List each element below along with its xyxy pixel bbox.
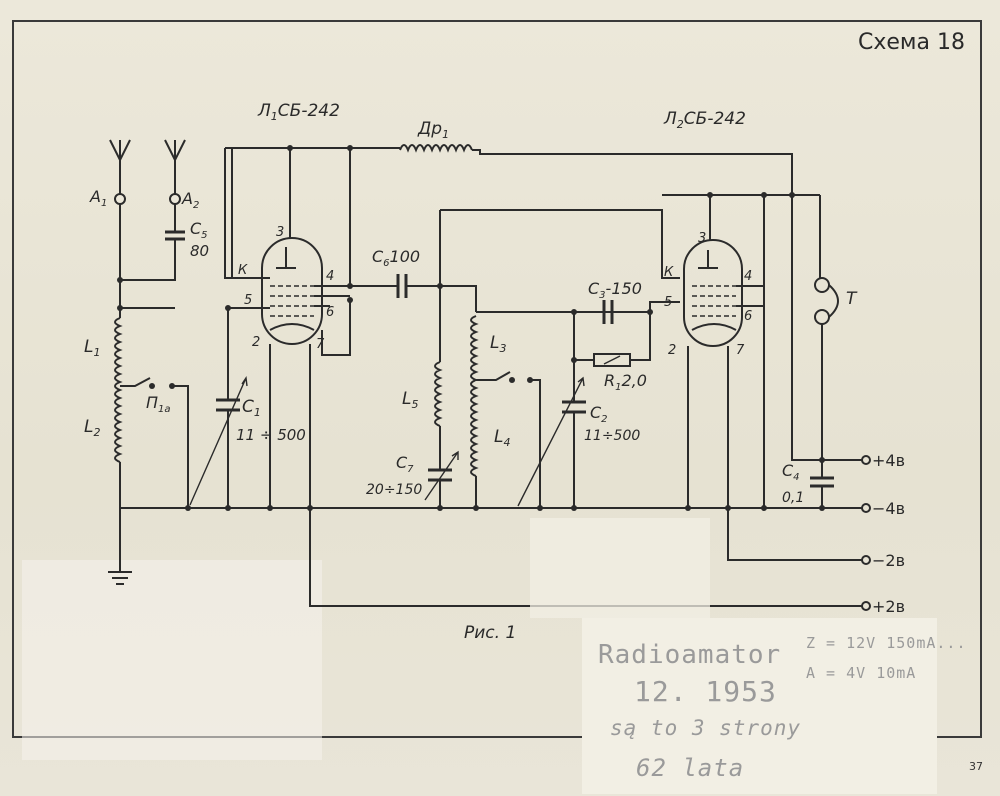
tube2-pin6: 6 <box>744 309 752 324</box>
capacitor-c4 <box>791 195 834 508</box>
terminal-plus2-label: +2в <box>872 597 905 616</box>
p1a-label: П1а <box>146 393 171 415</box>
capacitor-c1 <box>189 308 248 508</box>
headphones-label: Т <box>846 289 858 309</box>
tube-l2 <box>683 195 764 508</box>
note-line-1: Radioamator <box>598 640 782 670</box>
c3-label: С3-150 <box>588 279 642 301</box>
l2-label: L2 <box>84 417 100 439</box>
dr1-label: Др1 <box>417 119 449 141</box>
tube2-pin4: 4 <box>744 269 752 284</box>
capacitor-c3 <box>574 300 680 324</box>
tube2-pin7: 7 <box>736 343 745 358</box>
c7-value: 20÷150 <box>366 482 422 498</box>
note-right-2: A = 4V 10mA <box>806 664 917 682</box>
c1-label: С1 <box>242 397 261 419</box>
c5-value: 80 <box>190 242 209 260</box>
tube1-pin7: 7 <box>316 337 325 352</box>
paper-patch-note <box>582 618 937 794</box>
tube1-cathode-label: К <box>238 263 248 278</box>
tube2-label: Л2СБ-242 <box>663 109 746 131</box>
note-right-1: Z = 12V 150mA... <box>806 634 967 652</box>
a1-label: А1 <box>89 187 107 209</box>
capacitor-c7 <box>424 450 459 508</box>
tube2-pin2: 2 <box>668 343 676 358</box>
l4-label: L4 <box>494 427 510 449</box>
c1-value: 11 ÷ 500 <box>236 426 306 444</box>
r1-label: R12,0 <box>604 371 647 393</box>
wire-minus2 <box>727 508 862 561</box>
page-number: 37 <box>969 760 983 773</box>
resistor-r1 <box>574 312 651 367</box>
terminals: +4в −4в −2в +2в <box>861 451 905 616</box>
c7-label: С7 <box>396 453 414 475</box>
c2-label: С2 <box>590 403 608 425</box>
terminal-minus4-label: −4в <box>872 499 905 518</box>
l5-label: L5 <box>402 389 418 411</box>
c4-label: С4 <box>782 461 800 483</box>
tube2-pin5: 5 <box>664 295 672 310</box>
c5-label: С5 <box>190 219 208 241</box>
light-glare <box>22 560 322 760</box>
capacitor-c2 <box>517 312 586 508</box>
headphones-t <box>814 277 839 460</box>
terminal-plus4-label: +4в <box>872 451 905 470</box>
tube2-cathode-label: К <box>664 265 674 280</box>
c2-value: 11÷500 <box>584 428 640 444</box>
tube1-pin4: 4 <box>326 269 334 284</box>
c4-value: 0,1 <box>782 490 804 506</box>
scheme-title: Схема 18 <box>858 30 965 55</box>
tube1-pin6: 6 <box>326 305 334 320</box>
wire-tube2-cathode <box>440 209 680 279</box>
tube1-pin3: 3 <box>276 225 284 240</box>
tube-l1 <box>228 148 351 508</box>
terminal-minus2-label: −2в <box>872 551 905 570</box>
schematic-frame <box>12 20 982 738</box>
figure-caption: Рис. 1 <box>464 623 516 643</box>
a2-label: А2 <box>181 189 199 211</box>
antenna-a2 <box>119 139 186 308</box>
coil-l5 <box>434 286 443 470</box>
l1-label: L1 <box>84 337 100 359</box>
tube2-pin3: 3 <box>698 231 706 246</box>
note-line-2: 12. 1953 <box>634 675 777 708</box>
l3-label: L3 <box>490 333 506 355</box>
choke-dr1 <box>399 144 793 195</box>
wire-cathode-1 <box>224 148 232 279</box>
junction-dots <box>117 145 825 511</box>
antenna-a1 <box>109 139 131 280</box>
coil-l3-l4 <box>440 285 650 508</box>
paper-patch-upper <box>530 518 710 618</box>
note-line-3: są to 3 strony <box>610 716 802 740</box>
capacitor-c6 <box>350 274 440 298</box>
wire-screen-1 <box>330 148 351 287</box>
tube1-pin5: 5 <box>244 293 252 308</box>
note-line-4: 62 lata <box>636 754 745 782</box>
ground-symbol <box>108 508 132 585</box>
coil-l1-l2 <box>114 307 189 508</box>
tube1-label: Л1СБ-242 <box>257 101 340 123</box>
c6-label: С6100 <box>372 247 420 269</box>
tube1-pin2: 2 <box>252 335 260 350</box>
